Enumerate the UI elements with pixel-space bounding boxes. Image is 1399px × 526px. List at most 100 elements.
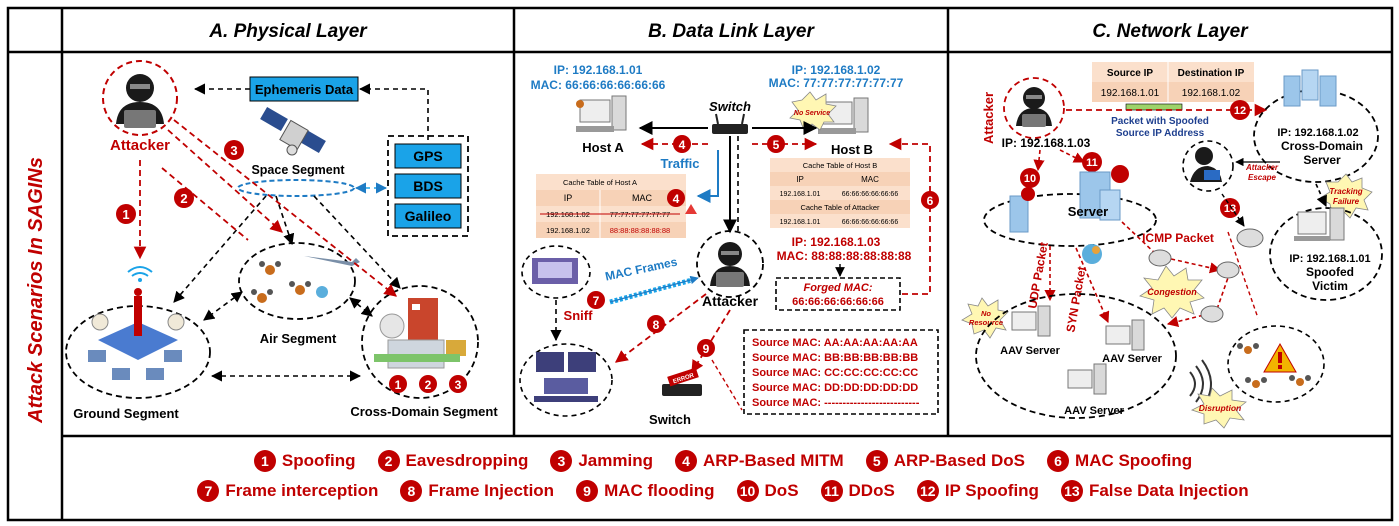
cache-b-header-mac: MAC [861, 175, 879, 184]
marker-8 [647, 315, 665, 333]
side-title: Attack Scenarios In SAGINs [25, 157, 47, 424]
traffic-label: Traffic [660, 156, 699, 171]
error-switch-icon [662, 367, 702, 396]
ip-table-dest-header: Destination IP [1178, 68, 1245, 79]
marker-4-label: 4 [679, 138, 686, 152]
packet-label-2: Source IP Address [1116, 128, 1205, 139]
flood-line-2: Source MAC: BB:BB:BB:BB:BB [752, 352, 918, 364]
marker-1-cross-label: 1 [395, 378, 402, 392]
marker-3-cross-label: 3 [455, 378, 462, 392]
gnss-galileo-label: Galileo [405, 208, 452, 224]
cache-b-row-mac: 66:66:66:66:66:66 [842, 191, 899, 198]
legend-item-mac-spoofing: 6 MAC Spoofing [1047, 450, 1202, 472]
forged-mac-value: 66:66:66:66:66:66 [792, 296, 884, 308]
gnss-bds [394, 173, 462, 199]
marker-9-label: 9 [703, 342, 710, 356]
marker-10-label: 10 [1024, 173, 1036, 185]
marker-6 [921, 191, 939, 209]
airplane-icon [304, 256, 360, 266]
cds-label-1: Cross-Domain [1281, 139, 1363, 153]
marker-7-label: 7 [593, 294, 600, 308]
dl-attacker-icon [710, 242, 750, 287]
legend-label: MAC flooding [604, 481, 715, 500]
marker-12 [1230, 100, 1250, 120]
cache-table-host-a: Cache Table of Host A IP MAC 192.168.1.0… [536, 174, 697, 238]
legend-label: False Data Injection [1088, 481, 1249, 500]
marker-4 [673, 135, 691, 153]
space-segment-label: Space Segment [251, 163, 345, 177]
legend-num: 6 [1047, 450, 1070, 472]
congestion-label: Congestion [1147, 287, 1197, 297]
legend-item-jamming: 3 Jamming [550, 450, 663, 472]
cache-a-header-mac: MAC [632, 193, 653, 203]
cds-label-2: Server [1303, 153, 1341, 167]
legend-label: MAC Spoofing [1075, 451, 1193, 470]
router-icon [1236, 228, 1264, 248]
marker-11 [1082, 152, 1102, 172]
flood-line-1: Source MAC: AA:AA:AA:AA:AA [752, 337, 918, 349]
legend-num: 9 [576, 480, 599, 502]
sniffer-workstation-icon [532, 258, 578, 284]
network-layer-panel: Source IP Destination IP 192.168.1.01 19… [961, 62, 1383, 429]
marker-12-label: 12 [1234, 105, 1246, 117]
legend-num: 3 [550, 450, 573, 472]
legend-label: Jamming [578, 451, 653, 470]
legend-num: 11 [820, 480, 843, 502]
tracking-label-2: Failure [1333, 197, 1360, 206]
handshake-icon [1082, 244, 1102, 264]
column-title-physical: A. Physical Layer [208, 21, 368, 42]
sniff-label: Sniff [564, 308, 594, 323]
victim-label-1: Spoofed [1306, 265, 1354, 279]
ip-table-source-value: 192.168.1.01 [1101, 88, 1160, 99]
cache-table-host-b: Cache Table of Host B IP MAC 192.168.1.0… [770, 158, 910, 228]
syn-packet-label: SYN Packet [1063, 265, 1088, 333]
cross-domain-icon [374, 298, 466, 369]
aav-server-label-1: AAV Server [1000, 345, 1060, 357]
flood-switch-label: Switch [649, 412, 691, 427]
legend-label: Eavesdropping [405, 451, 529, 470]
cache-a-title: Cache Table of Host A [563, 178, 637, 187]
cache-b-title: Cache Table of Host B [803, 161, 878, 170]
flood-line-5: Source MAC: -------------------------- [752, 397, 920, 409]
marker-5 [767, 135, 785, 153]
marker-4-table [667, 189, 685, 207]
host-a-label: Host A [582, 140, 624, 155]
legend-label: ARP-Based DoS [893, 451, 1026, 470]
attacker-label: Attacker [110, 137, 170, 154]
marker-2-label: 2 [180, 191, 187, 206]
host-a-mac: MAC: 66:66:66:66:66:66 [531, 78, 666, 92]
column-title-network: C. Network Layer [1092, 21, 1249, 42]
legend-label: ARP-Based MITM [702, 451, 844, 470]
host-a-ip: IP: 192.168.1.01 [554, 63, 643, 77]
ip-table-source-header: Source IP [1107, 68, 1153, 79]
forged-mac-box [775, 277, 901, 311]
flood-line-4: Source MAC: DD:DD:DD:DD:DD [752, 382, 918, 394]
cache-atk-row-mac: 66:66:66:66:66:66 [842, 219, 899, 226]
forged-mac-title: Forged MAC: [803, 282, 872, 294]
warning-icon [685, 204, 697, 214]
legend-num: 2 [377, 450, 400, 472]
spoofed-packet-icon [1125, 103, 1183, 111]
cache-atk-row-ip: 192.168.1.01 [780, 219, 821, 226]
net-attacker-ip: IP: 192.168.1.03 [1002, 136, 1091, 150]
cross-domain-server-icon [1283, 69, 1337, 107]
marker-2 [174, 188, 194, 208]
flood-line-3: Source MAC: CC:CC:CC:CC:CC [752, 367, 918, 379]
monitor-station-icon [534, 352, 598, 402]
icmp-packet-label: ICMP Packet [1142, 231, 1214, 245]
air-segment-label: Air Segment [260, 331, 337, 346]
drone-icons [251, 261, 328, 303]
cds-ip: IP: 192.168.1.02 [1277, 127, 1358, 139]
disruption-label: Disruption [1199, 403, 1242, 413]
physical-layer-panel: Attacker Ephemeris Data GPS BDS Galileo … [65, 60, 498, 421]
marker-3 [224, 140, 244, 160]
legend-label: IP Spoofing [944, 481, 1039, 500]
switch-label: Switch [709, 99, 751, 114]
no-resource-burst [961, 297, 1009, 339]
column-title-datalink: B. Data Link Layer [648, 21, 815, 42]
gnss-bds-label: BDS [413, 178, 443, 194]
